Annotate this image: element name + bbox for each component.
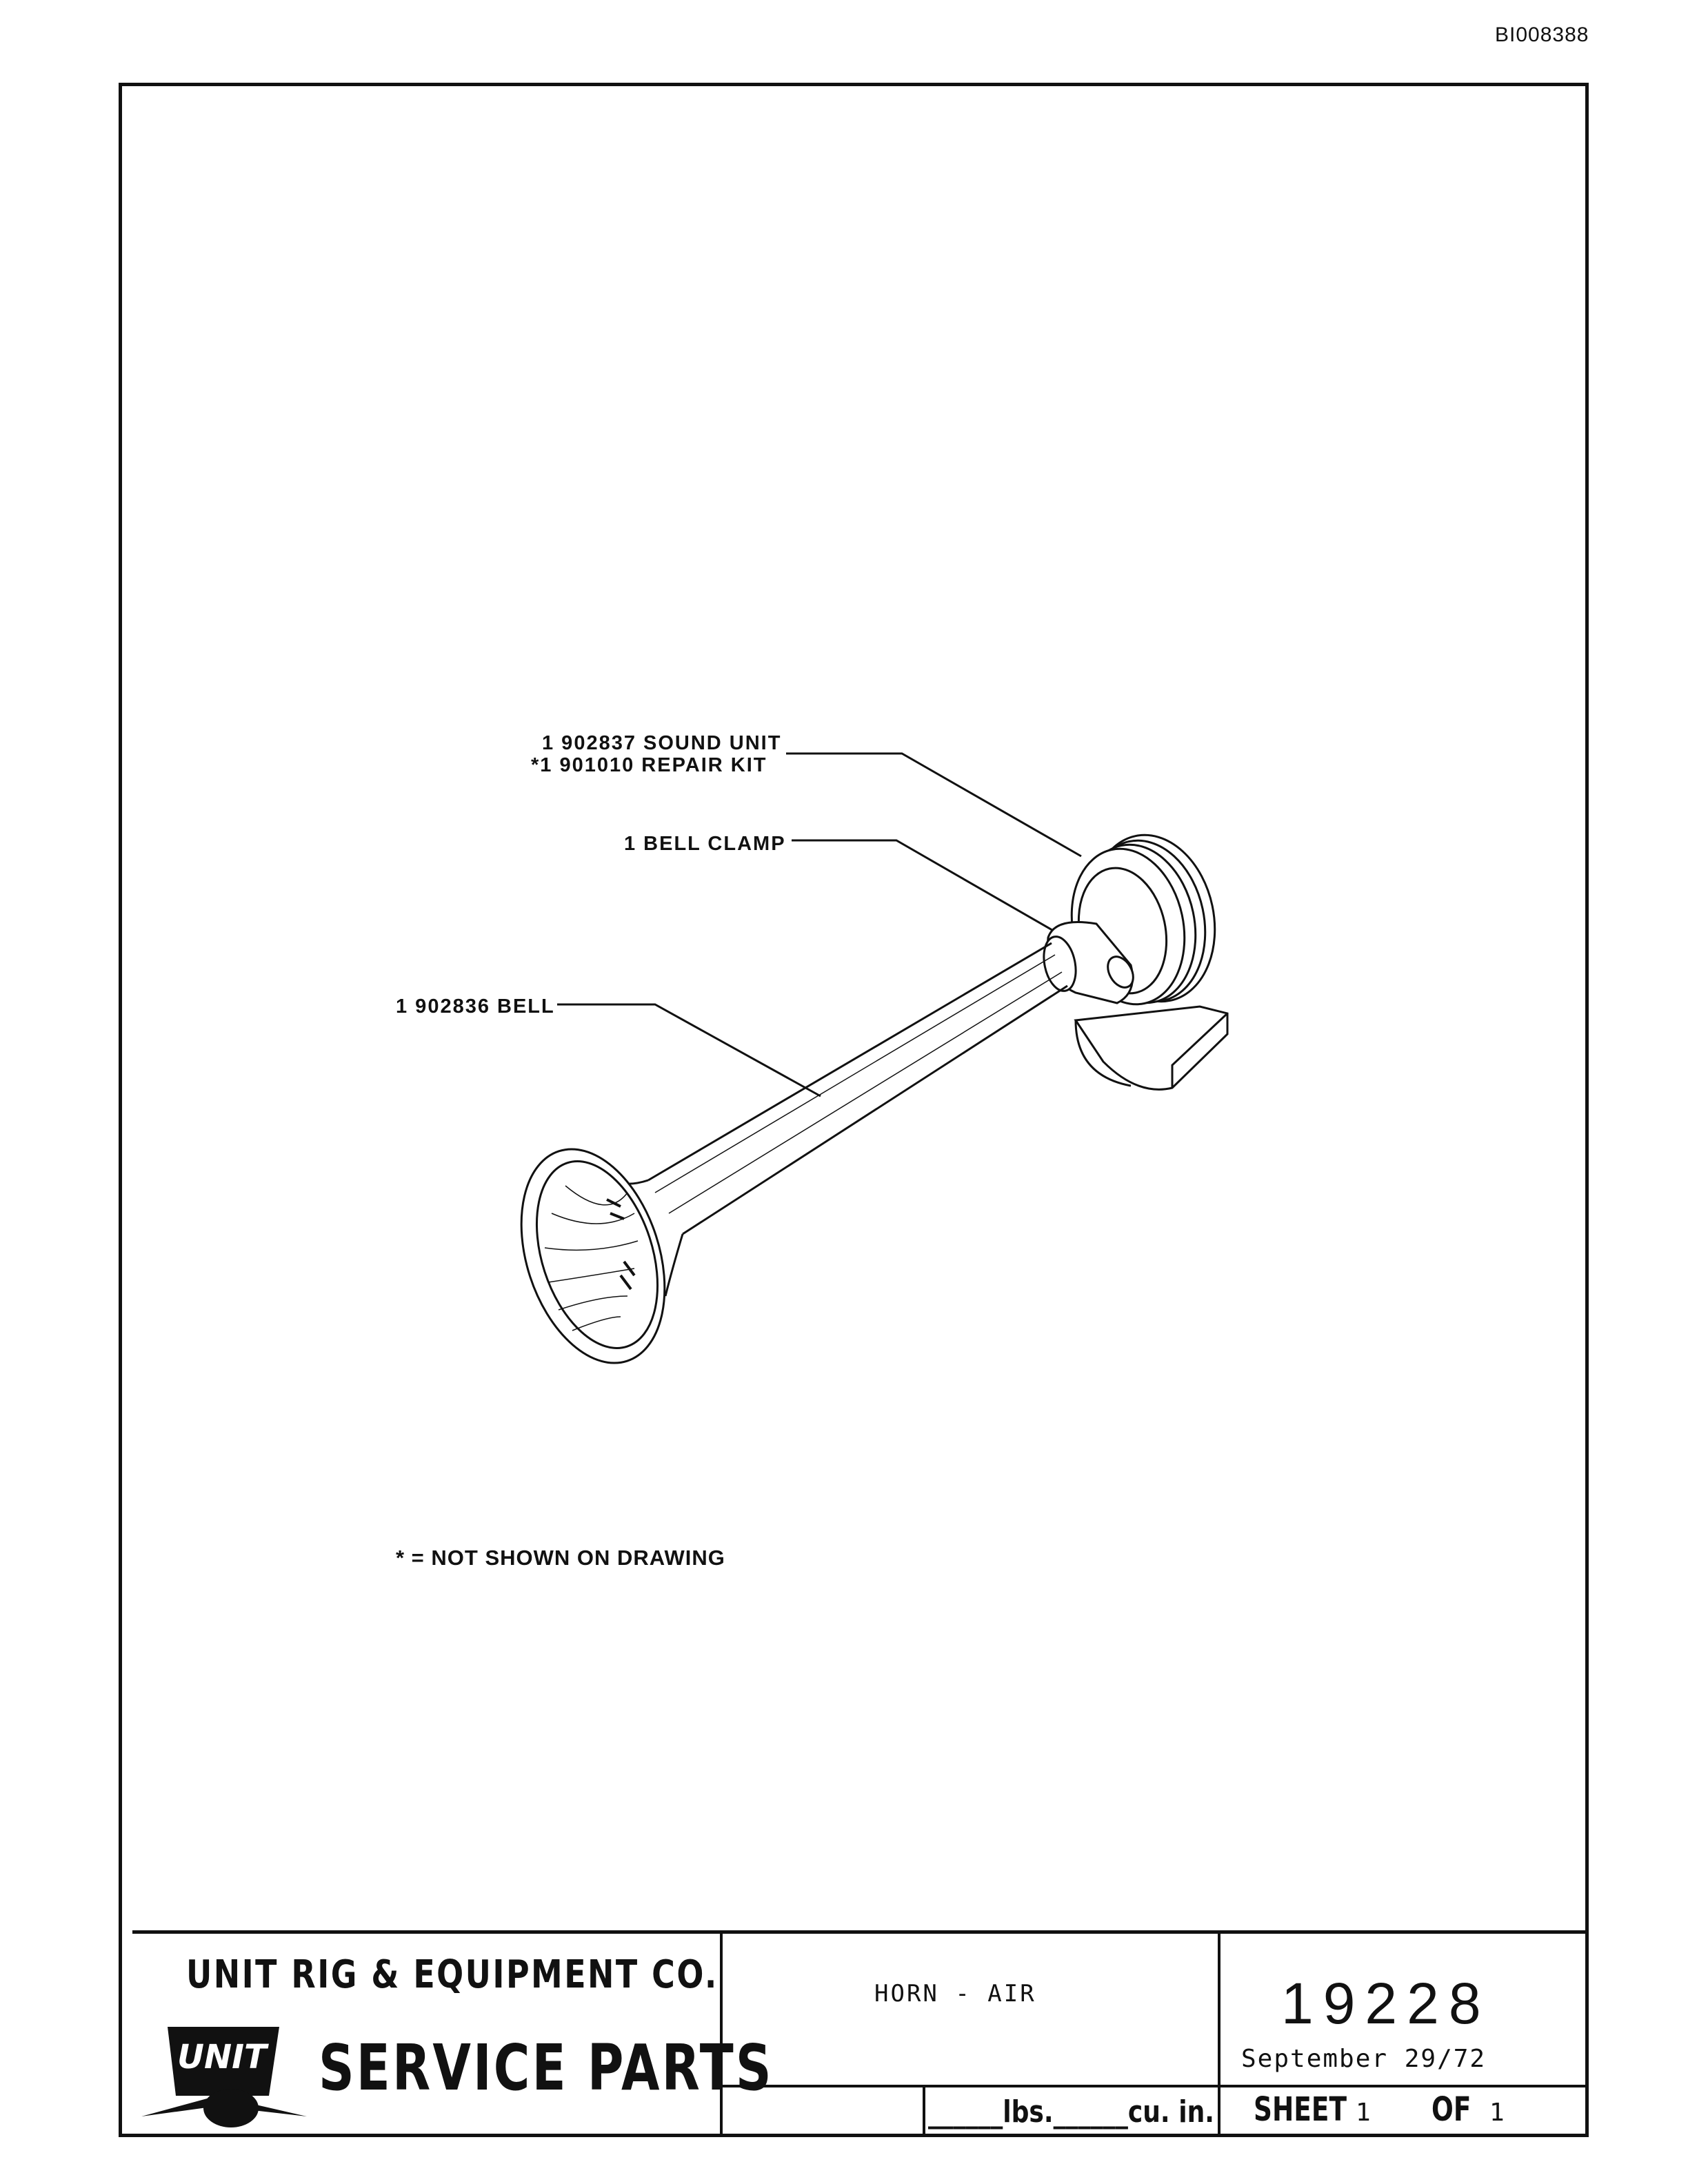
unit-rig-logo: UNIT RIG xyxy=(141,2027,314,2127)
callout-bell-clamp: 1 BELL CLAMP xyxy=(624,833,786,855)
sheet-total: 1 xyxy=(1489,2099,1505,2127)
drawing-note: * = NOT SHOWN ON DRAWING xyxy=(396,1546,725,1570)
bell-tube xyxy=(647,942,1068,1235)
drawing-frame xyxy=(119,83,1589,2137)
document-id: BI008388 xyxy=(1495,23,1589,46)
title-block-divider-3 xyxy=(923,2085,925,2137)
callout-repair-kit: *1 901010 REPAIR KIT xyxy=(531,754,767,776)
weight-volume-field: ______lbs.______cu. in. xyxy=(928,2094,1214,2130)
leader-bell-clamp xyxy=(792,839,1061,936)
svg-text:UNIT RIG: UNIT RIG xyxy=(177,2038,314,2076)
part-number: 19228 xyxy=(1281,1971,1491,2036)
leader-sound-unit xyxy=(786,752,1082,858)
callout-sound-unit: 1 902837 SOUND UNIT xyxy=(542,732,782,754)
callout-bell: 1 902836 BELL xyxy=(396,995,555,1018)
part-name: HORN - AIR xyxy=(874,1980,1036,2008)
of-label: OF xyxy=(1431,2090,1471,2129)
sheet-number: 1 xyxy=(1356,2099,1371,2127)
sheet-label: SHEET xyxy=(1254,2090,1347,2129)
title-block-lower-rule xyxy=(720,2085,1589,2087)
bell-mouth xyxy=(520,1148,666,1364)
title-block-top-rule xyxy=(132,1930,1589,1934)
leader-bell xyxy=(557,1003,821,1098)
service-parts-title: SERVICE PARTS xyxy=(319,2031,774,2105)
mounting-bracket xyxy=(1074,1005,1229,1091)
title-block-divider-1 xyxy=(720,1930,723,2137)
company-name: UNIT RIG & EQUIPMENT CO. xyxy=(186,1952,719,1997)
title-block-divider-2 xyxy=(1218,1930,1220,2137)
issue-date: September 29/72 xyxy=(1241,2045,1487,2073)
